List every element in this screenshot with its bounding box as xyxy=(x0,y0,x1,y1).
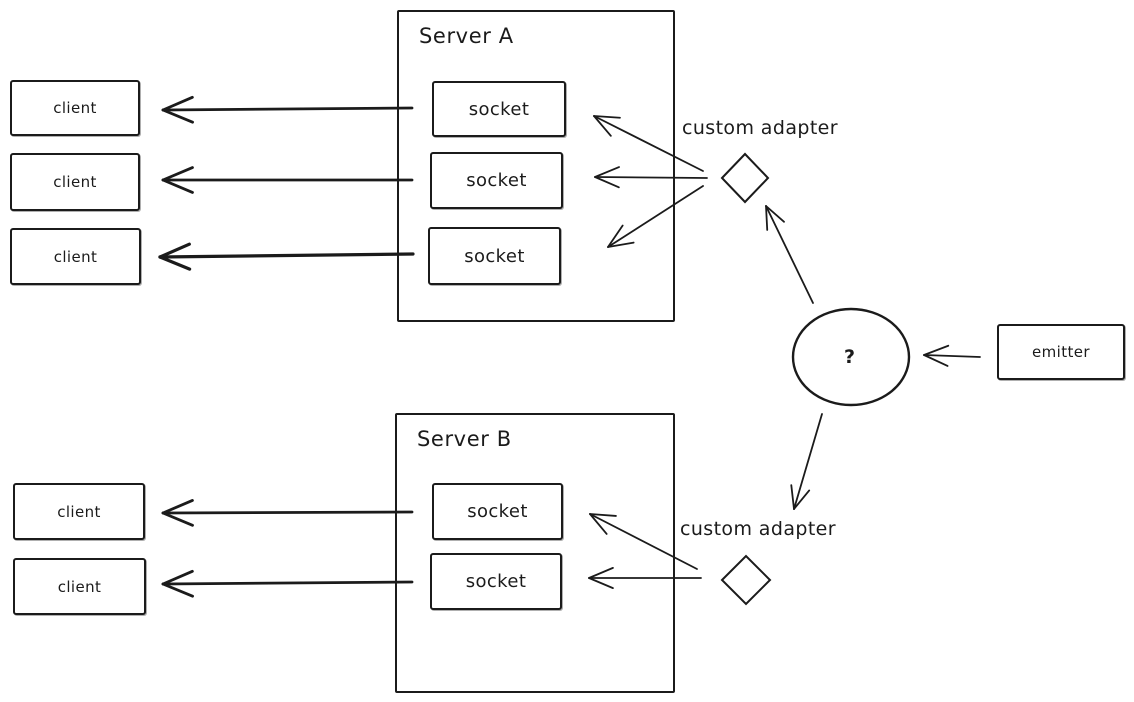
socket-label: socket xyxy=(467,501,528,522)
arrow-serverA-to-client-1 xyxy=(161,95,414,124)
server-a-socket-3: socket xyxy=(428,227,561,285)
client-label: client xyxy=(53,247,98,266)
arrow-adapterTop-to-socket-3 xyxy=(607,185,704,248)
client-label: client xyxy=(53,99,97,117)
server-b-socket-2: socket xyxy=(430,553,562,610)
server-a-box: Server A xyxy=(397,10,675,322)
client-label: client xyxy=(53,173,97,191)
arrow-serverB-to-client-5 xyxy=(161,569,414,598)
client-box-4: client xyxy=(13,483,145,540)
client-box-1: client xyxy=(10,80,140,136)
custom-adapter-top-label: custom adapter xyxy=(682,117,838,139)
custom-adapter-bottom-label: custom adapter xyxy=(680,518,836,540)
arrow-adapterTop-to-socket-2 xyxy=(594,166,708,189)
emitter-box: emitter xyxy=(997,324,1125,380)
server-a-title: Server A xyxy=(419,24,514,48)
emitter-label: emitter xyxy=(1032,343,1090,361)
client-box-5: client xyxy=(13,558,146,615)
client-label: client xyxy=(57,502,101,521)
arrow-serverB-to-client-4 xyxy=(161,499,414,527)
arrow-adapterBottom-to-socket-1 xyxy=(589,513,698,570)
arrow-emitter-to-question xyxy=(923,344,981,367)
socket-label: socket xyxy=(468,98,530,120)
arrow-question-to-adapterBottom xyxy=(790,413,823,510)
client-label: client xyxy=(57,577,102,596)
arrows-group xyxy=(158,95,981,598)
socket-label: socket xyxy=(465,571,527,592)
client-box-3: client xyxy=(10,228,141,285)
custom-adapter-bottom-diamond xyxy=(720,554,772,606)
arrow-adapterTop-to-socket-1 xyxy=(593,115,704,172)
server-b-title: Server B xyxy=(417,427,512,451)
arrow-question-to-adapterTop xyxy=(765,205,814,304)
custom-adapter-top-diamond xyxy=(720,152,770,204)
server-b-box: Server B xyxy=(395,413,675,693)
server-a-socket-2: socket xyxy=(430,152,563,209)
arrow-serverA-to-client-2 xyxy=(161,166,414,194)
question-node-label: ? xyxy=(844,346,856,368)
server-b-socket-1: socket xyxy=(432,483,563,540)
client-box-2: client xyxy=(10,153,140,211)
arrow-adapterBottom-to-socket-2 xyxy=(588,566,702,590)
question-node-ellipse xyxy=(791,307,911,407)
socket-label: socket xyxy=(464,245,525,267)
arrow-serverA-to-client-3 xyxy=(158,242,415,271)
server-a-socket-1: socket xyxy=(432,81,566,137)
socket-label: socket xyxy=(466,170,527,191)
